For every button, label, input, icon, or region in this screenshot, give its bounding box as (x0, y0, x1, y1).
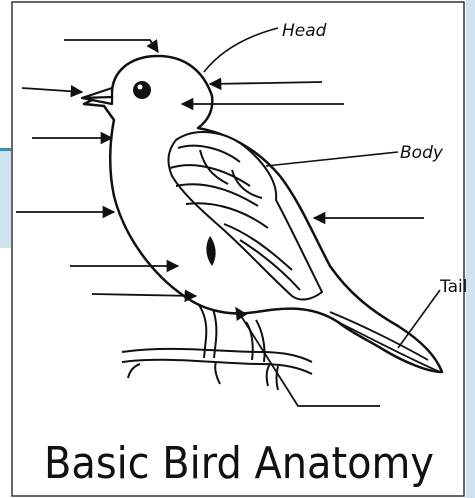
diagram-title: Basic Bird Anatomy (44, 438, 434, 489)
eye (133, 81, 151, 99)
label-head: Head (282, 21, 327, 41)
label-tail: Tail (439, 277, 467, 297)
label-body: Body (400, 143, 444, 163)
